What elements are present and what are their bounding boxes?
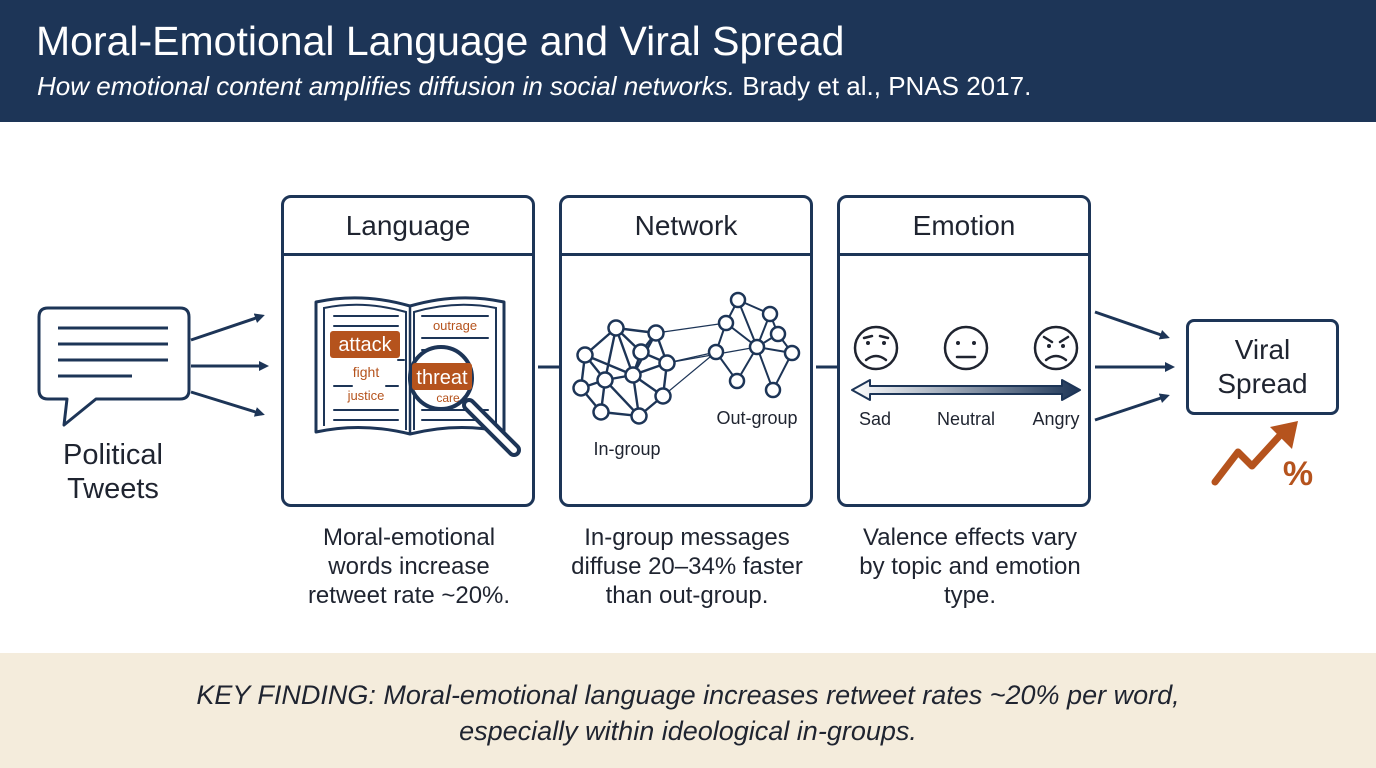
language-caption: Moral-emotional words increase retweet r… [307, 524, 511, 609]
input-arrows [190, 313, 269, 417]
word-care: care [436, 391, 460, 405]
word-threat: threat [416, 367, 468, 389]
network-caption: In-group messages diffuse 20–34% faster … [571, 524, 803, 609]
network-panel-title: Network [562, 198, 810, 256]
neutral-face-icon [943, 325, 989, 371]
output-arrows [1094, 310, 1175, 422]
valence-scale-arrow [851, 379, 1081, 401]
emotion-caption: Valence effects vary by topic and emotio… [859, 524, 1081, 609]
subtitle-description: How emotional content amplifies diffusio… [37, 71, 736, 101]
page-subtitle: How emotional content amplifies diffusio… [37, 71, 1031, 102]
viral-spread-label: Viral Spread [1217, 334, 1308, 399]
header-banner [0, 0, 1376, 122]
key-finding-text: KEY FINDING: Moral-emotional language in… [196, 680, 1180, 746]
word-fight: fight [353, 364, 380, 380]
scale-label-sad: Sad [859, 409, 891, 429]
word-outrage: outrage [433, 318, 477, 333]
scale-label-angry: Angry [1032, 409, 1079, 429]
word-tag-threat [412, 363, 472, 390]
trend-up-icon [1211, 421, 1298, 486]
magnifier-icon: threat care [408, 345, 521, 457]
sad-face-icon [853, 325, 899, 371]
language-panel-title: Language [284, 198, 532, 256]
out-group-label: Out-group [716, 408, 797, 428]
page-title: Moral-Emotional Language and Viral Sprea… [36, 18, 845, 64]
word-justice: justice [347, 388, 385, 403]
speech-bubble-icon [37, 306, 191, 427]
emotion-panel-title: Emotion [840, 198, 1088, 256]
percent-symbol: % [1283, 455, 1313, 493]
network-graph-icon: In-group Out-group [572, 291, 801, 459]
key-finding-banner [0, 653, 1376, 768]
word-attack: attack [338, 334, 392, 356]
viral-spread-box: Viral Spread [1186, 319, 1339, 415]
subtitle-citation: Brady et al., PNAS 2017. [735, 71, 1032, 101]
scale-label-neutral: Neutral [937, 409, 995, 429]
word-tag-attack [330, 331, 400, 358]
network-panel: Network [559, 195, 813, 507]
political-tweets-label: Political Tweets [63, 439, 163, 505]
angry-face-icon [1033, 325, 1079, 371]
in-group-label: In-group [593, 439, 660, 459]
